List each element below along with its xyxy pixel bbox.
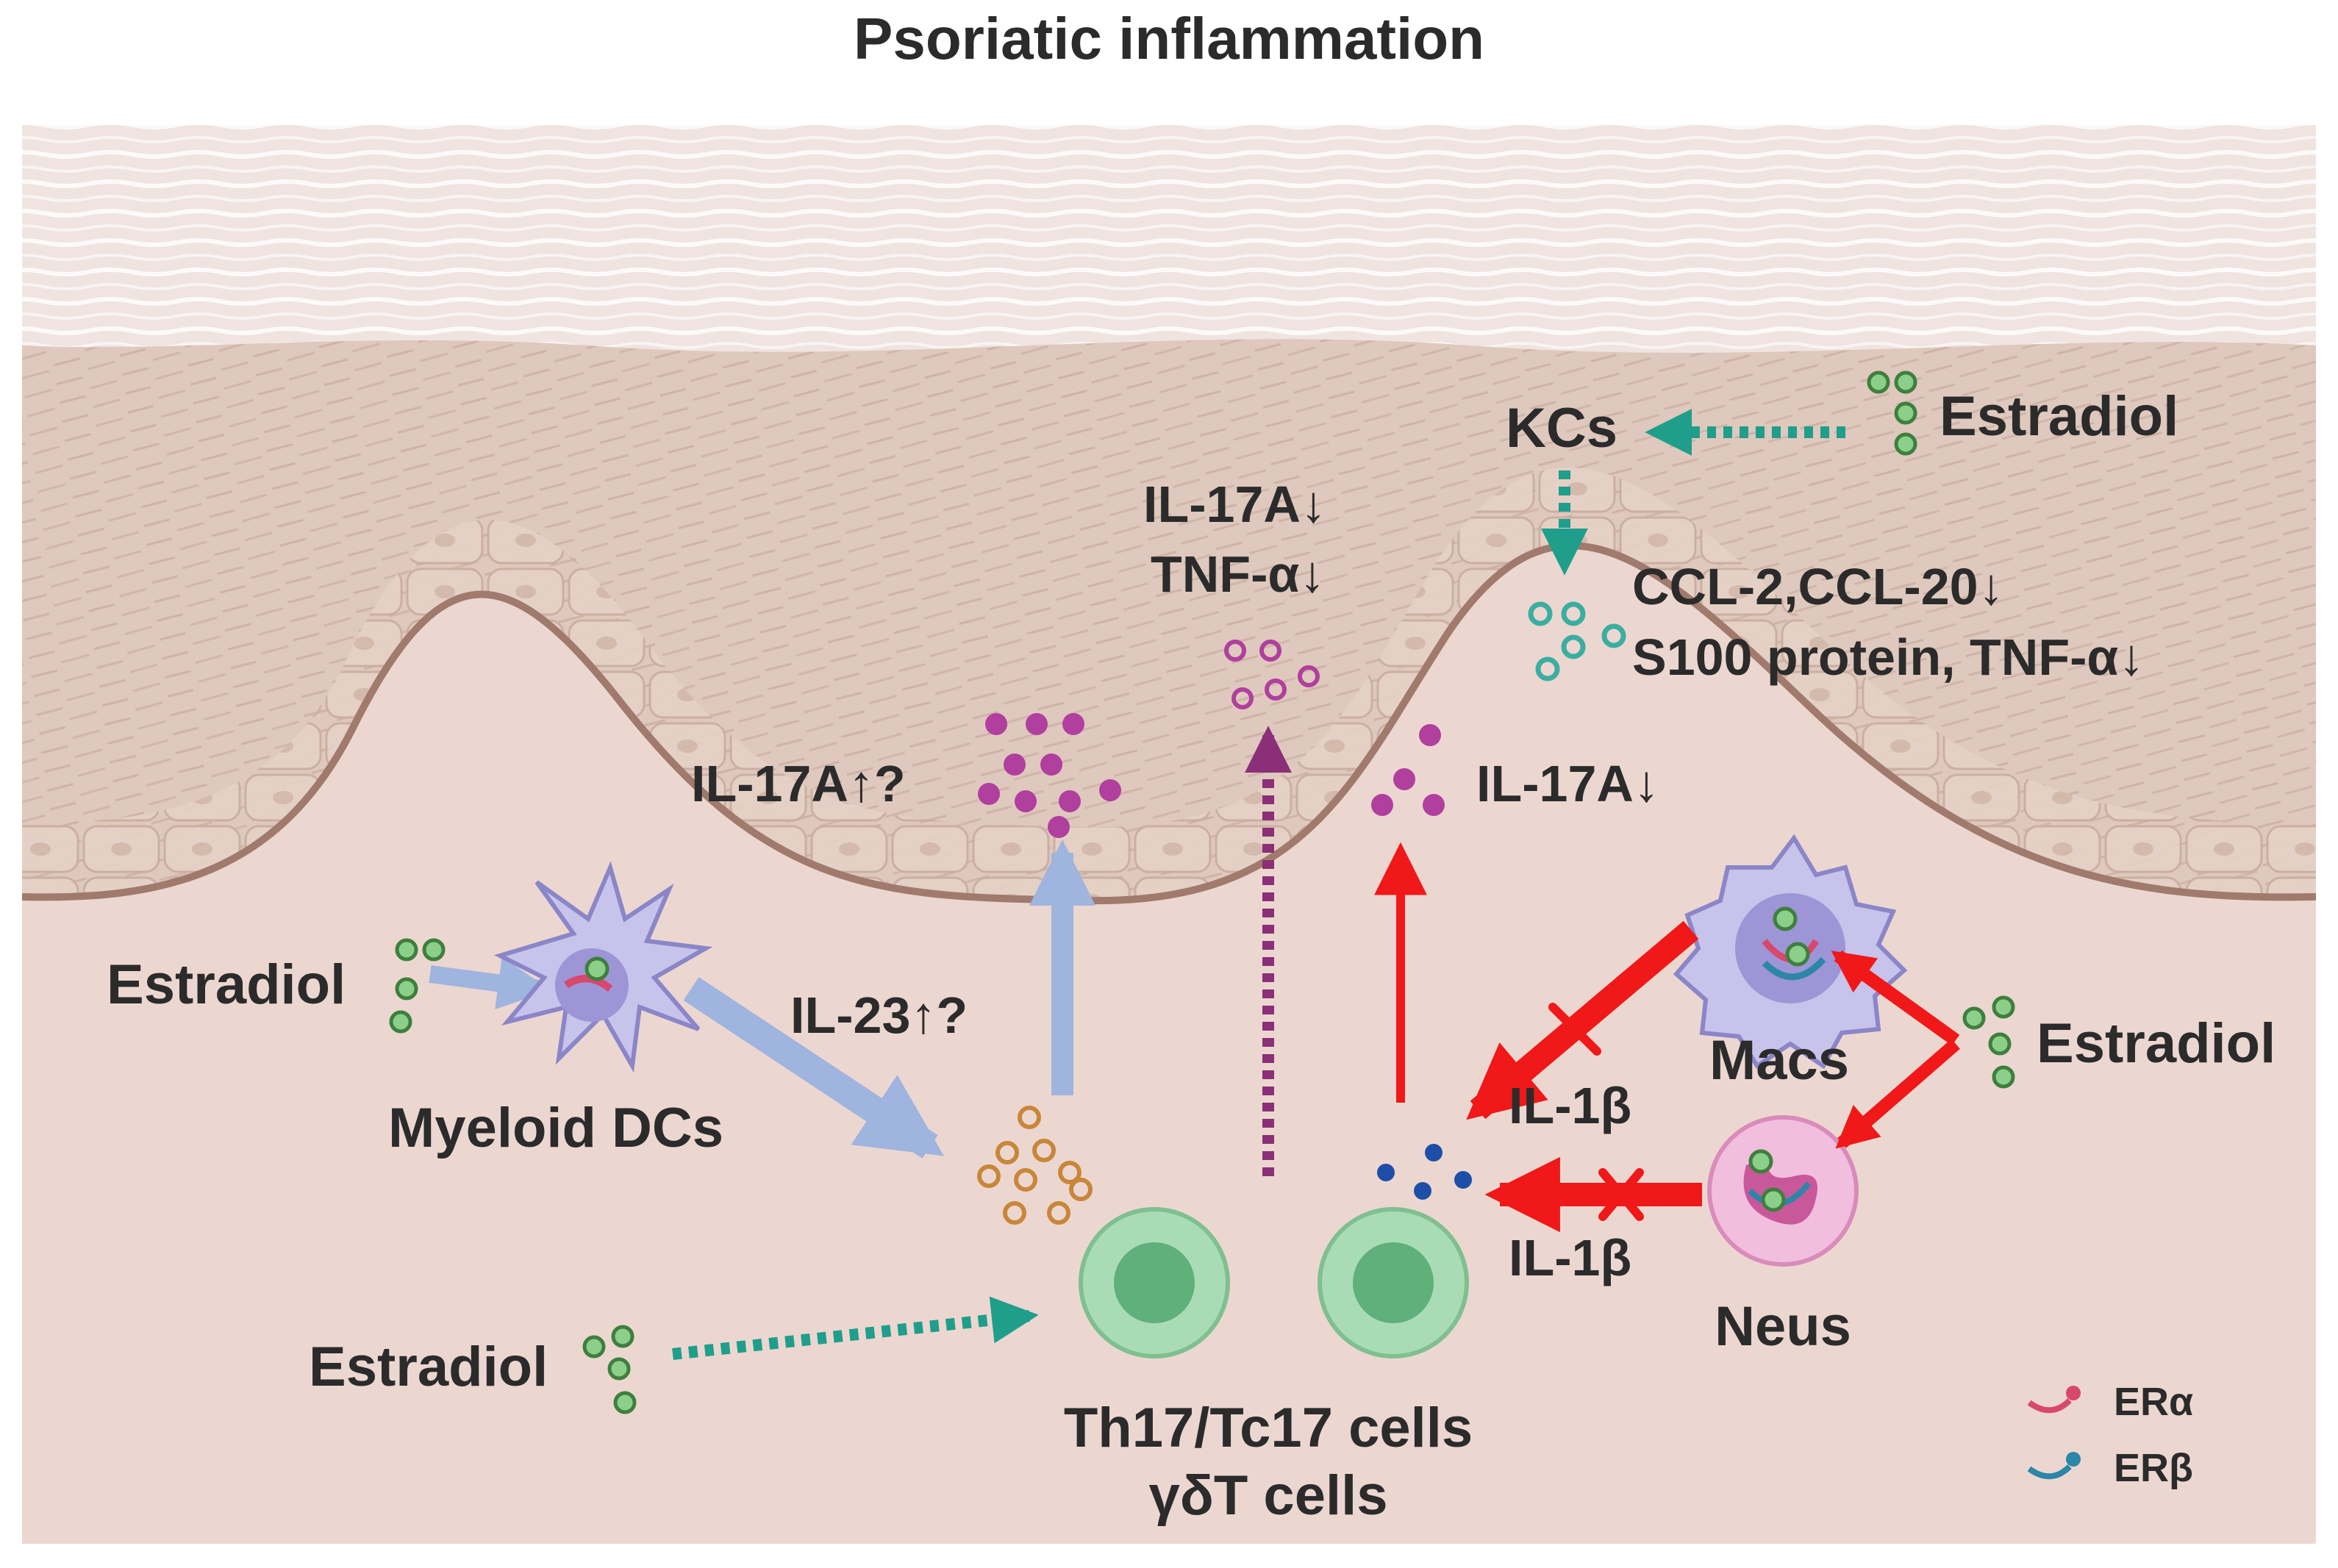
receptor-icon	[2027, 1386, 2081, 1414]
dendritic-cell-icon	[493, 861, 713, 1073]
estradiol-to-tcell-arrow	[672, 1296, 1039, 1360]
legend-era-label: ERα	[2114, 1380, 2193, 1424]
estradiol-kc-label: Estradiol	[1940, 385, 2178, 448]
chemokine-molecules	[1528, 601, 1626, 681]
legend: ERα ERβ	[2027, 1380, 2193, 1490]
estradiol-molecule-icon	[1867, 370, 1917, 456]
s100-label: S100 protein, TNF-α↓	[1632, 629, 2144, 686]
estradiol-to-macs-arrow	[1831, 950, 1960, 1046]
t-cell-icon	[1079, 1207, 1230, 1358]
il1b-bottom-label: IL-1β	[1509, 1229, 1631, 1286]
il23-label: IL-23↑?	[790, 987, 968, 1044]
blocked-x-icon	[1548, 1003, 1601, 1056]
estradiol-left-label: Estradiol	[107, 953, 346, 1016]
figure-title: Psoriatic inflammation	[854, 6, 1484, 71]
skin-tissue	[21, 125, 2317, 1544]
tnfa-top-label: TNF-α↓	[1151, 545, 1325, 603]
estradiol-molecule-icon	[1962, 995, 2015, 1089]
il17a-top-label: IL-17A↓	[1143, 476, 1326, 533]
blocked-x-icon	[1598, 1168, 1644, 1221]
il1b-molecules	[1377, 1144, 1472, 1200]
tcells-label-2: γδT cells	[1149, 1464, 1388, 1527]
neutrophil-icon	[1707, 1115, 1859, 1267]
il17a-right-label: IL-17A↓	[1476, 755, 1659, 812]
ccl-label: CCL-2,CCL-20↓	[1632, 558, 2004, 615]
il17a-up-label: IL-17A↑?	[691, 755, 906, 812]
kcs-label: KCs	[1506, 397, 1617, 459]
basement-membrane	[21, 542, 2317, 905]
il17a-up-molecules	[978, 713, 1121, 838]
il1b-top-label: IL-1β	[1509, 1077, 1631, 1134]
receptor-icon	[2027, 1452, 2081, 1480]
neus-label: Neus	[1715, 1295, 1851, 1358]
estradiol-to-neus-arrow	[1835, 1039, 1960, 1149]
estradiol-to-dc-arrow	[429, 956, 551, 1010]
estradiol-molecule-icon	[582, 1325, 637, 1414]
t-cell-icon	[1318, 1207, 1469, 1358]
macs-label: Macs	[1709, 1029, 1849, 1092]
macrophage-icon	[1673, 834, 1908, 1070]
myeloid-dcs-label: Myeloid DCs	[388, 1097, 723, 1159]
estradiol-right-label: Estradiol	[2037, 1012, 2276, 1075]
il17a-tnfa-molecules	[1224, 640, 1320, 709]
dc-to-il23-arrow	[683, 977, 945, 1159]
estradiol-molecule-icon	[389, 938, 446, 1034]
il23-molecules	[977, 1106, 1093, 1225]
legend-erb-label: ERβ	[2114, 1446, 2193, 1490]
estradiol-bottom-label: Estradiol	[309, 1336, 548, 1398]
tcells-label-1: Th17/Tc17 cells	[1064, 1397, 1473, 1459]
il17a-right-molecules	[1371, 724, 1445, 816]
